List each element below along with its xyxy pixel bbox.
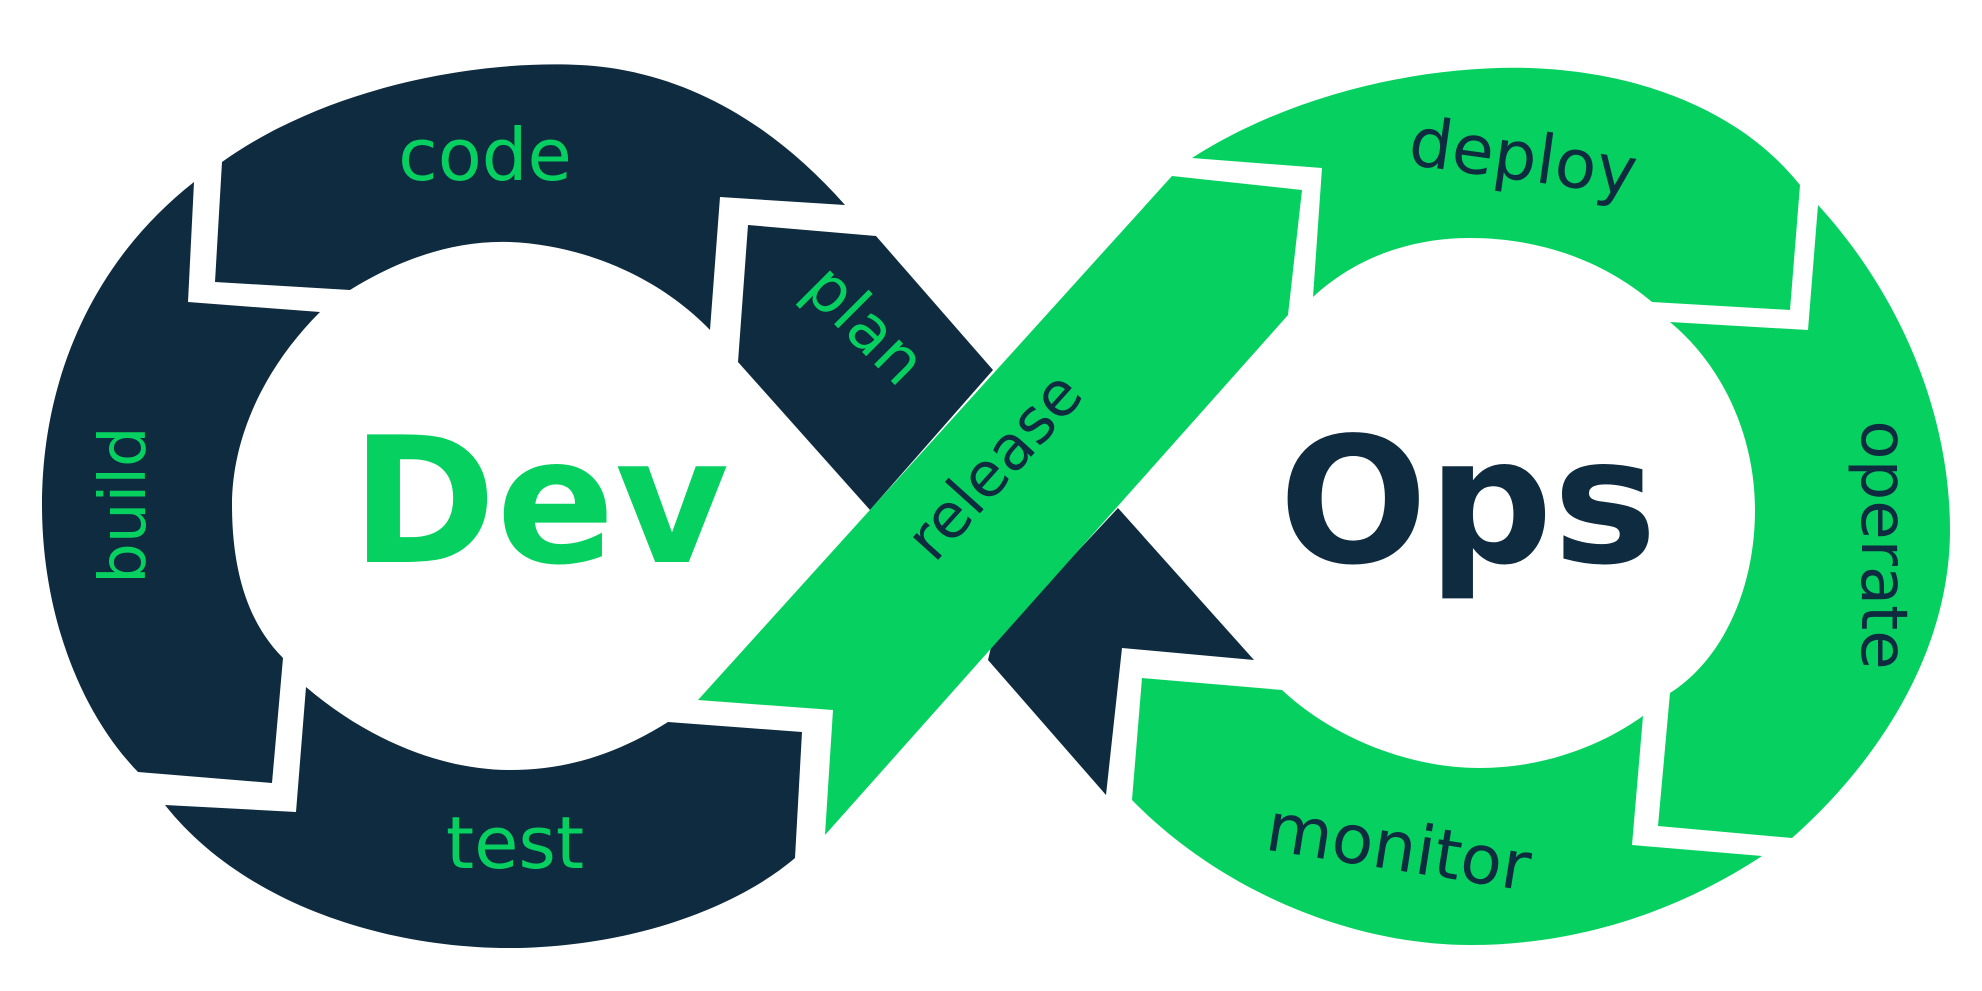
stage-label-build: build — [87, 426, 161, 583]
stage-label-operate: operate — [1846, 420, 1920, 669]
segment-operate — [1658, 205, 1950, 838]
dev-loop — [42, 64, 1254, 949]
segment-build — [42, 182, 320, 783]
segment-release — [698, 176, 1302, 835]
ops-loop — [698, 67, 1950, 945]
segment-plan — [738, 225, 993, 510]
segment-test — [165, 687, 802, 949]
ops-label: Ops — [1279, 401, 1657, 604]
segment-deploy — [1192, 67, 1800, 310]
stage-label-test: test — [446, 801, 584, 885]
segment-dev-lower-diagonal — [988, 508, 1254, 795]
segment-code — [215, 64, 845, 331]
stage-label-code: code — [398, 113, 572, 197]
dev-label: Dev — [351, 401, 729, 604]
segment-monitor — [1132, 678, 1762, 945]
